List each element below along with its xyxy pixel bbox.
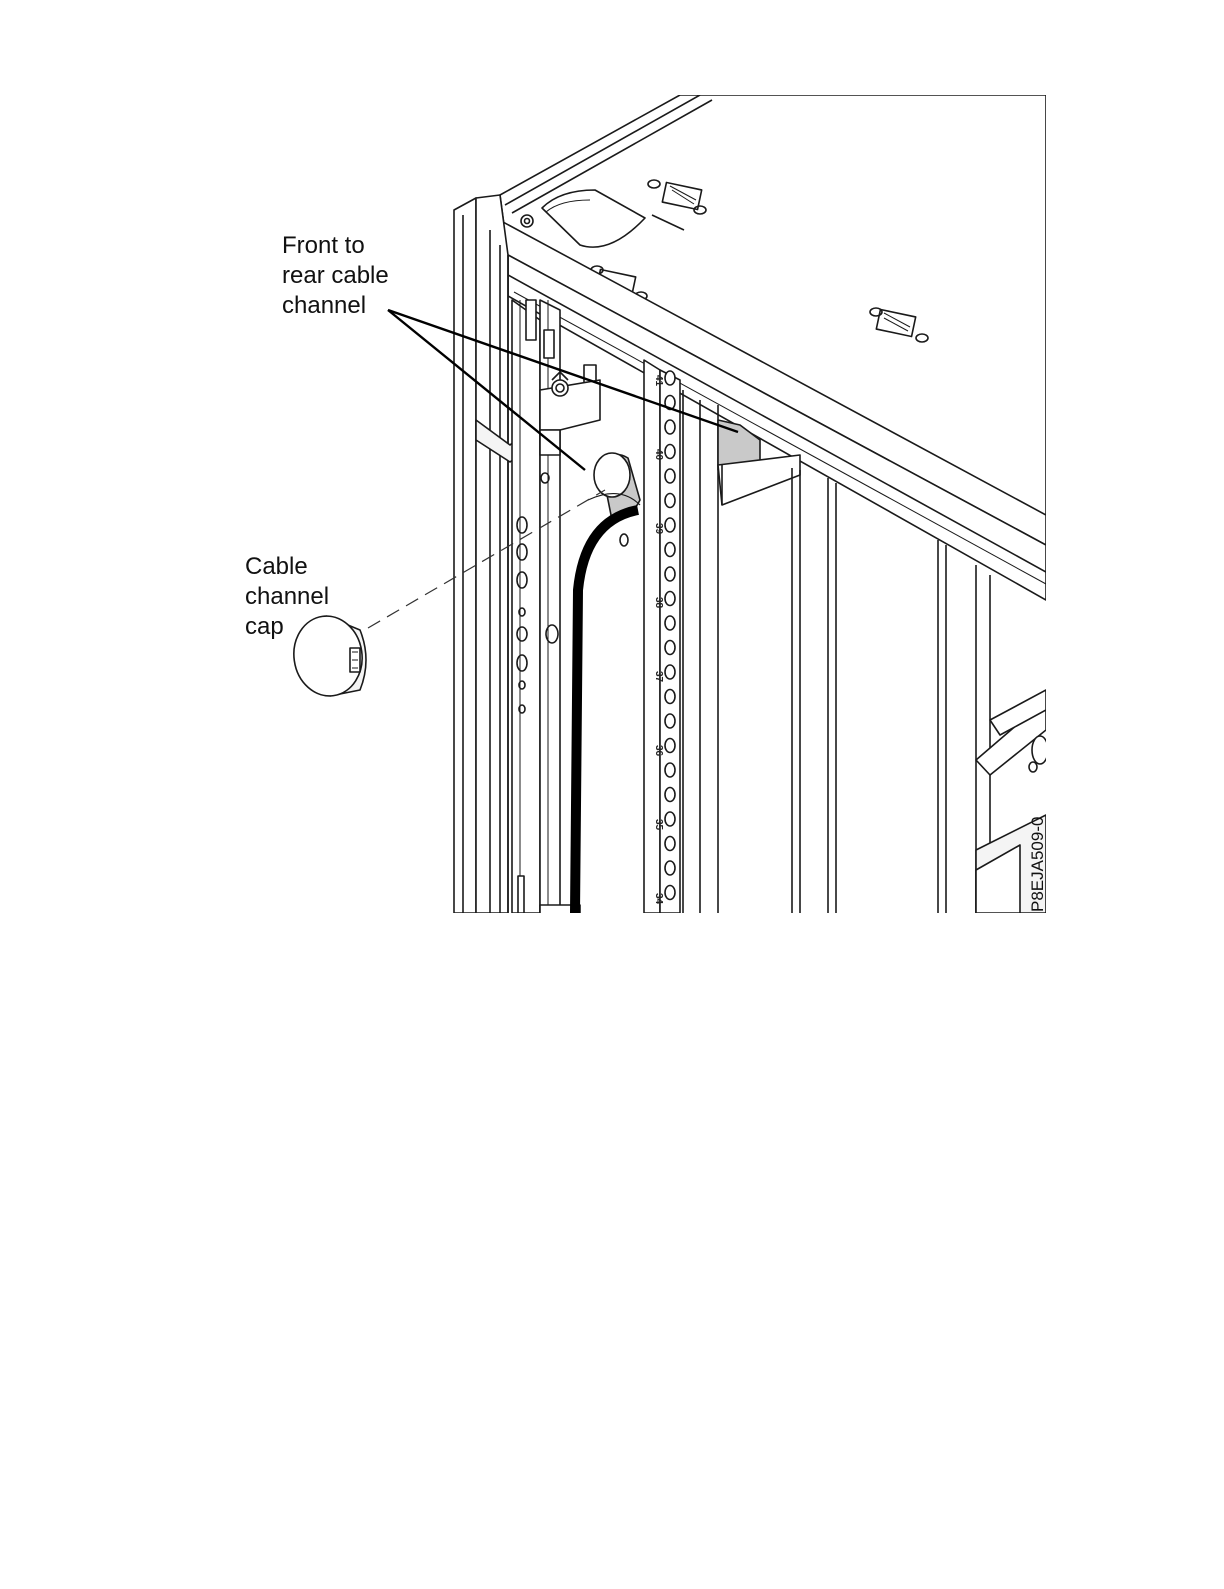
rail-hole <box>665 494 675 508</box>
rail-hole <box>665 641 675 655</box>
rail-number-38: 38 <box>653 597 664 609</box>
rail-hole <box>665 788 675 802</box>
rail-hole <box>665 518 675 532</box>
rail-hole <box>665 739 675 753</box>
rail-hole <box>665 543 675 557</box>
callout-front-to-rear-cable-channel: Front to rear cable channel <box>282 231 389 321</box>
rail-hole <box>665 690 675 704</box>
rail-hole <box>665 445 675 459</box>
rail-hole <box>665 665 675 679</box>
rail-hole <box>665 567 675 581</box>
rail-hole <box>665 469 675 483</box>
rail-hole <box>665 420 675 434</box>
rail-number-34: 34 <box>653 893 664 905</box>
rail-hole <box>665 714 675 728</box>
rail-hole <box>665 861 675 875</box>
numbered-rail: 41 40 39 38 37 36 35 34 <box>644 360 718 913</box>
rail-number-35: 35 <box>653 819 664 831</box>
rail-hole <box>665 763 675 777</box>
rail-hole <box>665 886 675 900</box>
rail-hole <box>665 837 675 851</box>
rail-number-36: 36 <box>653 745 664 757</box>
rail-hole <box>665 616 675 630</box>
figure-id-label: P8EJA509-0 <box>1028 817 1048 912</box>
cable <box>575 510 638 913</box>
rail-hole <box>665 592 675 606</box>
rail-number-40: 40 <box>653 449 664 461</box>
rail-hole <box>665 371 675 385</box>
side-rail <box>512 300 628 915</box>
rail-number-37: 37 <box>653 671 664 683</box>
rail-number-39: 39 <box>653 523 664 535</box>
rail-hole <box>665 812 675 826</box>
rail-number-41: 41 <box>653 375 664 387</box>
callout-cable-channel-cap: Cable channel cap <box>245 552 329 642</box>
